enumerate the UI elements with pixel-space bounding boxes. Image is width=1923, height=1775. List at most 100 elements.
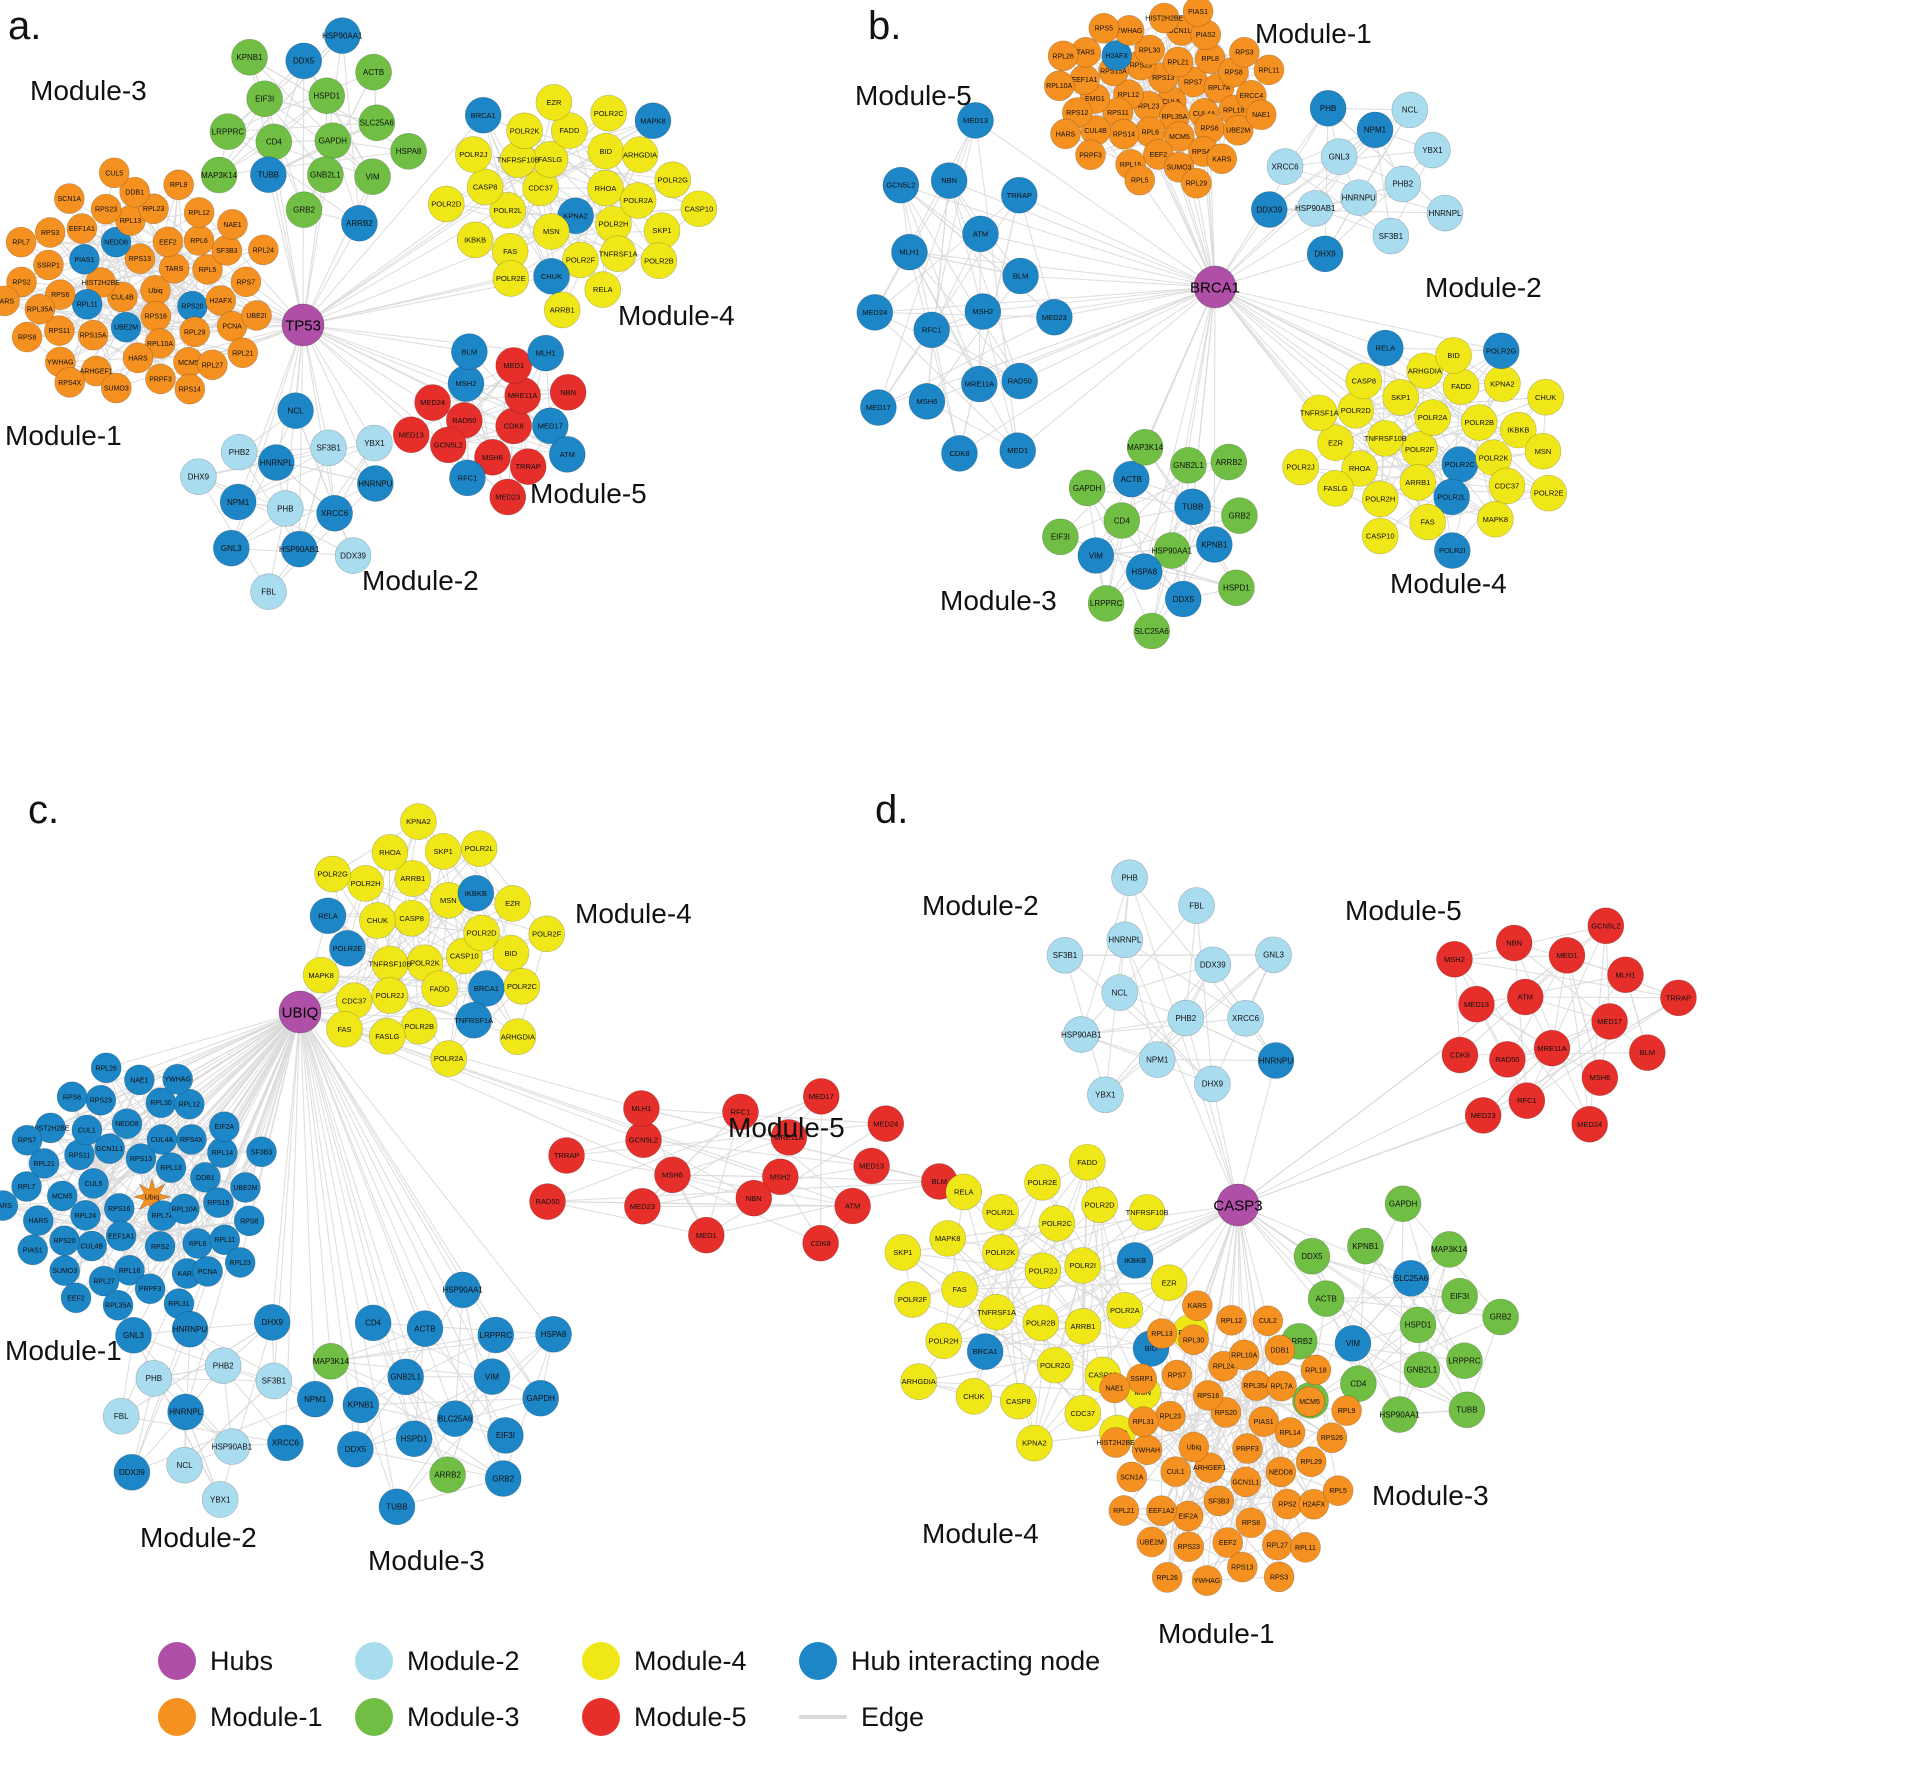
node-eif3i[interactable]: EIF3I (1441, 1277, 1478, 1315)
node-nae1[interactable]: NAE1 (1099, 1372, 1130, 1404)
node-kars[interactable]: KARS (0, 285, 20, 317)
node-polr2l[interactable]: POLR2L (460, 830, 498, 867)
node-prpf3[interactable]: PRPF3 (145, 363, 176, 395)
node-rps13[interactable]: RPS13 (1226, 1551, 1258, 1583)
node-tubb[interactable]: TUBB (1448, 1391, 1486, 1429)
node-med23[interactable]: MED23 (624, 1187, 661, 1225)
node-gcn5l2[interactable]: GCN5L2 (429, 426, 467, 464)
node-ncl[interactable]: NCL (166, 1446, 203, 1484)
node-pias1[interactable]: PIAS1 (1182, 0, 1214, 27)
node-ezr[interactable]: EZR (494, 885, 531, 922)
node-gcn5l2[interactable]: GCN5L2 (882, 166, 920, 204)
node-rpl9[interactable]: RPL9 (1331, 1395, 1362, 1426)
node-sf3b1[interactable]: SF3B1 (255, 1362, 293, 1400)
node-sumo3[interactable]: SUMO3 (49, 1255, 80, 1286)
hub-node-casp3[interactable]: CASP3 (1213, 1183, 1263, 1227)
node-rps7[interactable]: RPS7 (230, 266, 262, 298)
node-eef1a1[interactable]: EEF1A1 (1069, 64, 1100, 95)
node-bid[interactable]: BID (587, 132, 625, 170)
node-tnfrsf1a[interactable]: TNFRSF1A (1300, 394, 1339, 432)
node-polr2c[interactable]: POLR2C (590, 94, 628, 132)
node-rpl35a[interactable]: RPL35A (102, 1289, 134, 1321)
node-ddx5[interactable]: DDX5 (285, 42, 323, 80)
node-ikbkb[interactable]: IKBKB (456, 221, 494, 259)
node-mlh1[interactable]: MLH1 (527, 334, 564, 372)
node-eef1a1[interactable]: EEF1A1 (66, 213, 98, 244)
node-mapk8[interactable]: MAPK8 (929, 1220, 966, 1257)
node-lrpprc[interactable]: LRPPRC (477, 1316, 515, 1354)
node-vim[interactable]: VIM (473, 1358, 511, 1395)
node-ncl[interactable]: NCL (277, 392, 314, 429)
node-polr2a[interactable]: POLR2A (1414, 399, 1451, 436)
node-hars[interactable]: HARS (22, 1205, 54, 1236)
node-polr2b[interactable]: POLR2B (640, 242, 678, 280)
node-rpl26[interactable]: RPL26 (90, 1052, 122, 1084)
node-hspd1[interactable]: HSPD1 (1218, 569, 1255, 607)
node-polr2e[interactable]: POLR2E (329, 930, 366, 967)
node-chuk[interactable]: CHUK (955, 1377, 993, 1415)
node-rpl26[interactable]: RPL26 (1047, 40, 1079, 72)
node-sf3b3[interactable]: SF3B3 (1203, 1485, 1235, 1517)
node-ssrp1[interactable]: SSRP1 (1126, 1363, 1157, 1395)
node-ube2i[interactable]: UBE2I (241, 300, 272, 331)
node-tnfrsf1a[interactable]: TNFRSF1A (977, 1293, 1016, 1331)
node-xrcc6[interactable]: XRCC6 (267, 1424, 304, 1462)
node-ddx39[interactable]: DDX39 (1194, 946, 1232, 984)
node-nbn[interactable]: NBN (549, 374, 587, 411)
node-polr2a[interactable]: POLR2A (619, 182, 657, 219)
node-rpl14[interactable]: RPL14 (1274, 1417, 1306, 1448)
node-atm[interactable]: ATM (962, 215, 999, 253)
node-hars[interactable]: HARS (122, 342, 154, 374)
node-ybx1[interactable]: YBX1 (356, 424, 393, 462)
node-fadd[interactable]: FADD (421, 970, 458, 1008)
node-ddx39[interactable]: DDX39 (113, 1453, 151, 1491)
node-kars[interactable]: KARS (1206, 143, 1238, 175)
node-msh2[interactable]: MSH2 (447, 365, 485, 402)
node-chuk[interactable]: CHUK (533, 257, 570, 295)
node-vim[interactable]: VIM (354, 158, 391, 195)
node-ube2m[interactable]: UBE2M (1136, 1526, 1168, 1558)
node-rpl35a[interactable]: RPL35A (24, 293, 56, 325)
node-phb2[interactable]: PHB2 (220, 433, 258, 471)
node-rps4x[interactable]: RPS4X (54, 367, 86, 398)
node-tnfrsf10b[interactable]: TNFRSF10B (1126, 1194, 1169, 1231)
node-arhgef1[interactable]: ARHGEF1 (80, 355, 113, 387)
node-cul4b[interactable]: CUL4B (107, 281, 138, 313)
node-pcna[interactable]: PCNA (192, 1256, 223, 1287)
node-kpnb1[interactable]: KPNB1 (1196, 526, 1233, 563)
node-fbl[interactable]: FBL (102, 1397, 140, 1435)
node-arrb2[interactable]: ARRB2 (429, 1456, 466, 1494)
node-rps26[interactable]: RPS26 (1316, 1422, 1348, 1454)
node-med1[interactable]: MED1 (495, 347, 533, 384)
node-pias2[interactable]: PIAS2 (1190, 19, 1222, 51)
node-cdc37[interactable]: CDC37 (335, 982, 373, 1019)
node-arhgef1[interactable]: ARHGEF1 (1193, 1452, 1226, 1483)
node-casp8[interactable]: CASP8 (466, 168, 504, 206)
node-sf3b3[interactable]: SF3B3 (246, 1136, 277, 1168)
node-hnrnpl[interactable]: HNRNPL (1426, 194, 1464, 232)
node-rpl5[interactable]: RPL5 (1124, 164, 1156, 196)
node-mapk8[interactable]: MAPK8 (302, 956, 340, 994)
node-polr2j[interactable]: POLR2J (371, 977, 409, 1014)
node-blc25a6[interactable]: BLC25A6 (436, 1400, 474, 1437)
node-rpl27[interactable]: RPL27 (88, 1265, 120, 1297)
node-actb[interactable]: ACTB (1112, 460, 1150, 498)
node-phb2[interactable]: PHB2 (1384, 165, 1422, 203)
node-polr2k[interactable]: POLR2K (506, 112, 543, 150)
node-slc25a6[interactable]: SLC25A6 (1392, 1259, 1430, 1297)
node-map3k14[interactable]: MAP3K14 (312, 1343, 350, 1380)
hub-node-tp53[interactable]: TP53 (281, 303, 325, 347)
node-arhgdia[interactable]: ARHGDIA (499, 1018, 537, 1056)
node-rpl7a[interactable]: RPL7A (1266, 1370, 1297, 1402)
node-rpl18[interactable]: RPL18 (1300, 1354, 1332, 1386)
node-gapdh[interactable]: GAPDH (314, 122, 352, 159)
node-ywhag[interactable]: YWHAG (162, 1063, 193, 1095)
node-mlh1[interactable]: MLH1 (623, 1090, 660, 1127)
node-fadd[interactable]: FADD (1442, 368, 1480, 405)
node-atm[interactable]: ATM (834, 1187, 871, 1225)
node-rfc1[interactable]: RFC1 (722, 1093, 759, 1131)
node-med24[interactable]: MED24 (867, 1105, 905, 1142)
node-eif3i[interactable]: EIF3I (246, 80, 283, 117)
node-tnfrsf10b[interactable]: TNFRSF10B (1364, 420, 1407, 457)
node-polr2j[interactable]: POLR2J (1024, 1252, 1062, 1290)
